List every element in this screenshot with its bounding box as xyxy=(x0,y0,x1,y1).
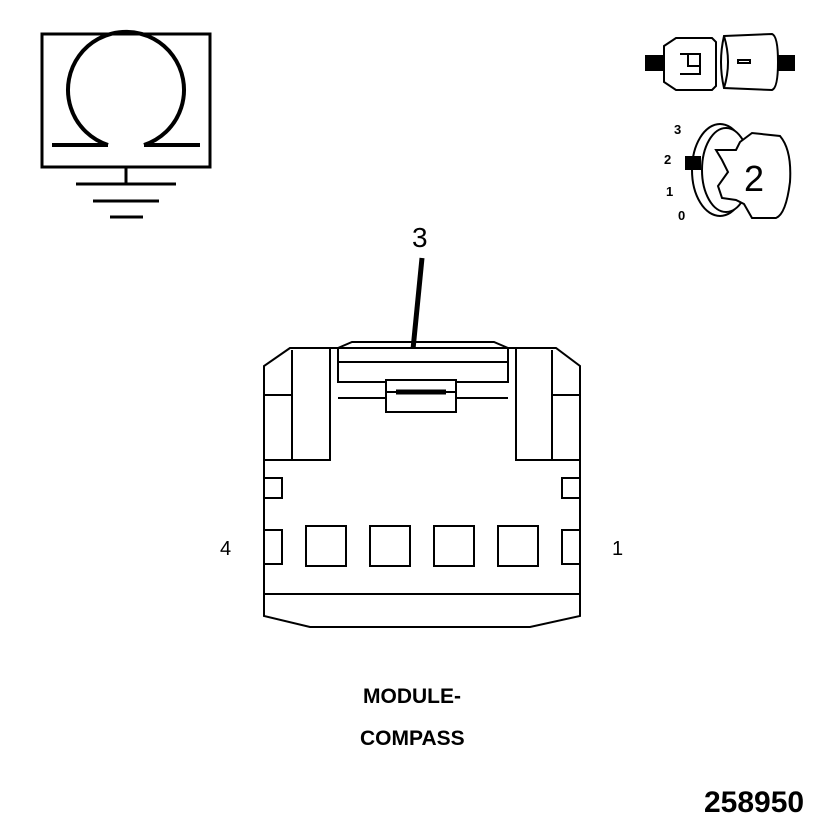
figure-number: 258950 xyxy=(704,786,805,819)
key-position-1: 1 xyxy=(666,184,674,199)
ohm-ground-icon xyxy=(40,29,212,219)
pointer-label: 3 xyxy=(412,222,428,253)
key-position-2: 2 xyxy=(664,152,672,167)
caption-line2: COMPASS xyxy=(360,727,465,750)
caption-line1: MODULE- xyxy=(363,685,461,708)
cavity-2 xyxy=(433,525,475,567)
cavity-3 xyxy=(369,525,411,567)
ignition-key-icon xyxy=(685,123,792,219)
cavity-4 xyxy=(305,525,347,567)
connector-face xyxy=(263,341,581,628)
pin-label-right: 1 xyxy=(612,538,624,560)
cavity-1 xyxy=(497,525,539,567)
key-position-3: 3 xyxy=(674,122,682,137)
key-label: 2 xyxy=(744,158,765,199)
pin-label-left: 4 xyxy=(220,538,232,560)
key-position-0: 0 xyxy=(678,208,686,223)
connector-icon xyxy=(645,32,795,92)
